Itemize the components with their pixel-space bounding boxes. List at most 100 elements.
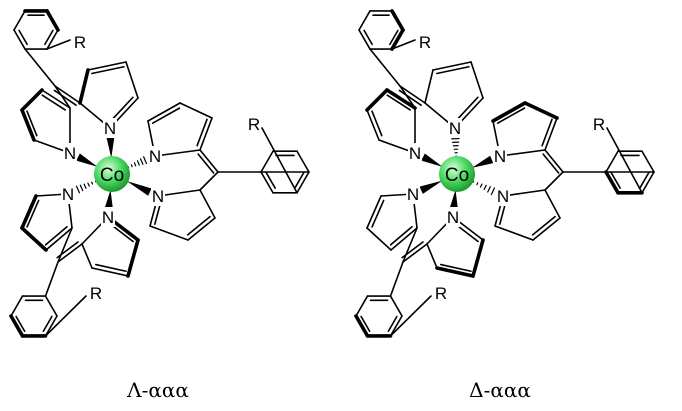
lambda-caption: Λ-ααα xyxy=(126,378,189,402)
substituent-r-bg xyxy=(418,32,432,52)
ring-double-bond xyxy=(265,171,276,189)
bond xyxy=(199,171,219,191)
substituent-bond xyxy=(391,39,416,50)
metal-hashed-bond xyxy=(127,156,148,169)
ring-bond xyxy=(494,225,534,241)
ring-bond xyxy=(44,295,58,317)
ring-bond xyxy=(355,295,369,317)
ring-bond xyxy=(154,149,201,157)
ring-bond xyxy=(125,61,139,99)
ring-double-bond xyxy=(196,118,208,147)
aryl-bond xyxy=(389,261,404,297)
hash-stroke xyxy=(87,182,90,187)
ring-double-bond xyxy=(541,118,553,147)
nitrogen-label-bg xyxy=(448,118,462,138)
ring-double-bond xyxy=(610,171,621,189)
hash-stroke xyxy=(476,182,479,186)
ring-double-bond xyxy=(95,263,127,273)
ring-bond xyxy=(44,315,58,337)
phenyl-ring xyxy=(260,150,310,194)
phenyl-ring xyxy=(13,9,60,50)
meso-double-bond xyxy=(53,89,77,106)
bond xyxy=(544,149,564,173)
hash-stroke xyxy=(133,162,137,167)
bond xyxy=(57,243,83,263)
ring-bond xyxy=(365,88,389,112)
ring-bond xyxy=(366,109,380,141)
aryl-bond xyxy=(369,48,401,87)
ring-bond xyxy=(641,171,655,194)
ring-bond xyxy=(149,225,189,241)
phenyl-ring xyxy=(354,295,403,338)
ring-double-bond xyxy=(363,29,373,46)
ring-bond xyxy=(390,28,405,51)
ring-bond xyxy=(604,170,620,195)
ring-double-bond xyxy=(151,107,181,124)
bond xyxy=(57,227,73,263)
substituent-r: R xyxy=(248,115,260,134)
ring-double-bond xyxy=(42,315,53,333)
bond xyxy=(54,85,81,104)
substituent-r-bg xyxy=(434,283,448,303)
hash-stroke xyxy=(479,183,483,188)
ring-bond xyxy=(523,101,559,120)
phenyl-ring xyxy=(358,9,405,51)
substituent-r-bg xyxy=(592,114,606,134)
ring-bond xyxy=(390,9,405,32)
cobalt-label: Co xyxy=(100,165,124,186)
ring-bond xyxy=(491,101,527,123)
hash-stroke xyxy=(75,185,81,194)
ring-double-bond xyxy=(186,215,211,236)
nitrogen-label-bg xyxy=(406,184,420,204)
nitrogen-label-bg xyxy=(408,143,422,163)
bond xyxy=(402,243,428,263)
substituent-bond xyxy=(389,295,432,337)
ring-double-bond xyxy=(386,94,412,111)
ring-bond xyxy=(544,189,561,219)
ring-double-bond xyxy=(15,315,26,333)
hash-stroke xyxy=(130,164,133,168)
nitrogen-label: N xyxy=(62,185,74,204)
ring-bond xyxy=(358,10,371,31)
ring-bond xyxy=(46,29,59,50)
pyrrole-ring xyxy=(491,101,559,157)
meso-double-bond xyxy=(398,89,422,106)
bond xyxy=(399,85,416,109)
substituent-bond xyxy=(606,127,643,194)
substituent-r: R xyxy=(90,284,102,303)
substituent-r: R xyxy=(593,115,605,134)
ring-bond xyxy=(389,315,403,337)
ring-double-bond xyxy=(26,110,38,137)
ring-bond xyxy=(187,217,216,241)
nitrogen-label-bg xyxy=(151,186,165,206)
ring-bond xyxy=(199,189,216,219)
ring-bond xyxy=(20,194,38,230)
hash-stroke xyxy=(143,156,148,165)
hash-stroke xyxy=(79,184,84,192)
ring-double-bond xyxy=(91,65,125,75)
ring-double-bond xyxy=(440,263,472,273)
ring-bond xyxy=(91,267,129,277)
ring-double-bond xyxy=(360,315,371,333)
ring-bond xyxy=(641,150,655,173)
hash-stroke xyxy=(91,181,94,185)
ring-bond xyxy=(10,295,24,317)
hash-stroke xyxy=(139,158,144,165)
ring-bond xyxy=(435,266,475,278)
ring-bond xyxy=(366,227,392,251)
ring-bond xyxy=(13,29,26,50)
nitrogen-label-bg xyxy=(63,143,77,163)
ring-bond xyxy=(354,314,370,338)
nitrogen-label-bg xyxy=(61,184,75,204)
hash-stroke xyxy=(136,160,140,166)
ring-bond xyxy=(424,69,434,104)
metal-hashed-bond xyxy=(75,180,97,194)
bond xyxy=(399,85,426,104)
nitrogen-label-bg xyxy=(496,186,510,206)
pyrrole-ring xyxy=(365,88,417,154)
pyrrole-ring xyxy=(147,102,213,157)
aryl-bond xyxy=(44,261,59,297)
ring-double-bond xyxy=(44,225,68,246)
ring-bond xyxy=(20,226,48,252)
